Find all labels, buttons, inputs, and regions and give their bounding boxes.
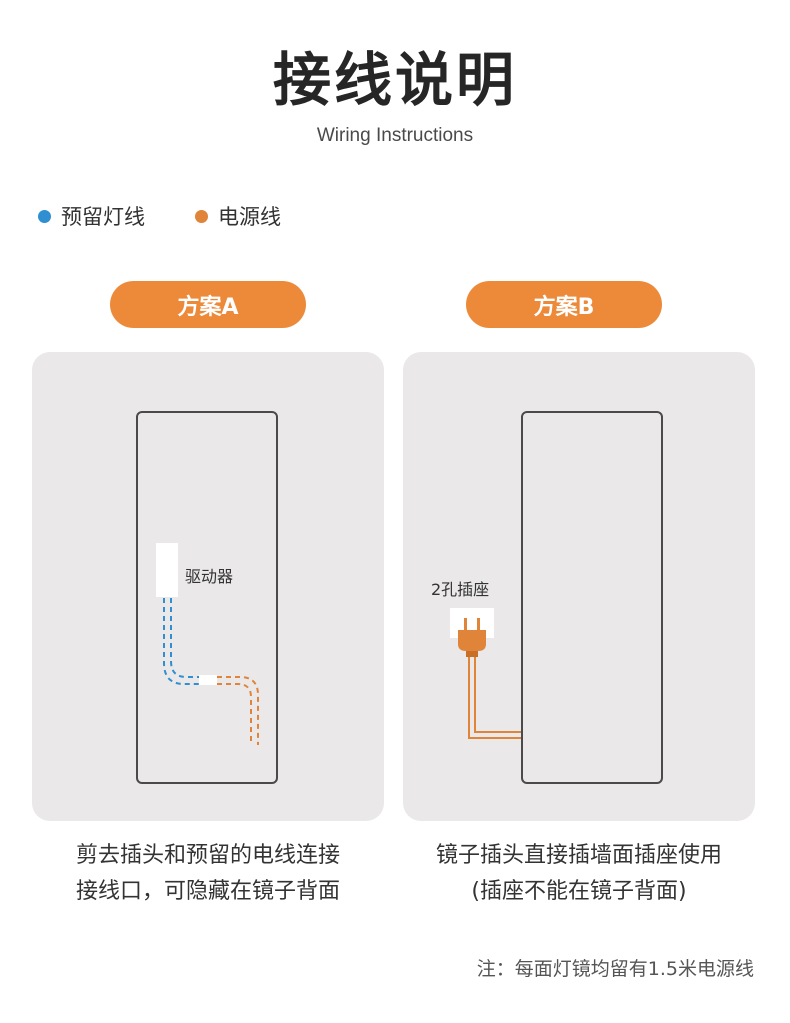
power-wire-b [468,657,521,739]
orange-dot-icon [195,209,208,223]
legend-label-power-wire: 电源线 [218,205,281,229]
plug-icon [458,618,486,657]
plan-a-caption: 剪去插头和预留的电线连接 接线口，可隐藏在镜子背面 [32,838,384,910]
page-title: 接线说明 [272,46,517,114]
driver-box [156,543,178,597]
power-wire-a [217,676,259,745]
blue-dot-icon [38,209,51,223]
footnote: 注：每面灯镜均留有1.5米电源线 [476,958,754,980]
driver-label: 驱动器 [185,567,234,586]
socket-label: 2孔插座 [431,580,490,599]
plan-b-caption-line-1: 镜子插头直接插墙面插座使用 [435,843,722,868]
legend-item-power-wire: 电源线 [195,202,281,230]
plan-b-caption: 镜子插头直接插墙面插座使用 (插座不能在镜子背面) [403,838,755,910]
connector [199,675,217,685]
plan-a-caption-line-2: 接线口，可隐藏在镜子背面 [75,879,340,904]
legend-label-reserved-wire: 预留灯线 [61,205,145,229]
legend-item-reserved-wire: 预留灯线 [38,202,145,230]
plan-b-caption-line-2: (插座不能在镜子背面) [471,879,687,904]
plan-b-badge: 方案B [466,281,662,328]
plan-a-caption-line-1: 剪去插头和预留的电线连接 [75,843,340,868]
reserved-wire-a [163,598,202,685]
mirror-outline-a [136,411,278,784]
plan-a-badge: 方案A [110,281,306,328]
mirror-outline-b [521,411,663,784]
page-subtitle: Wiring Instructions [316,125,474,146]
